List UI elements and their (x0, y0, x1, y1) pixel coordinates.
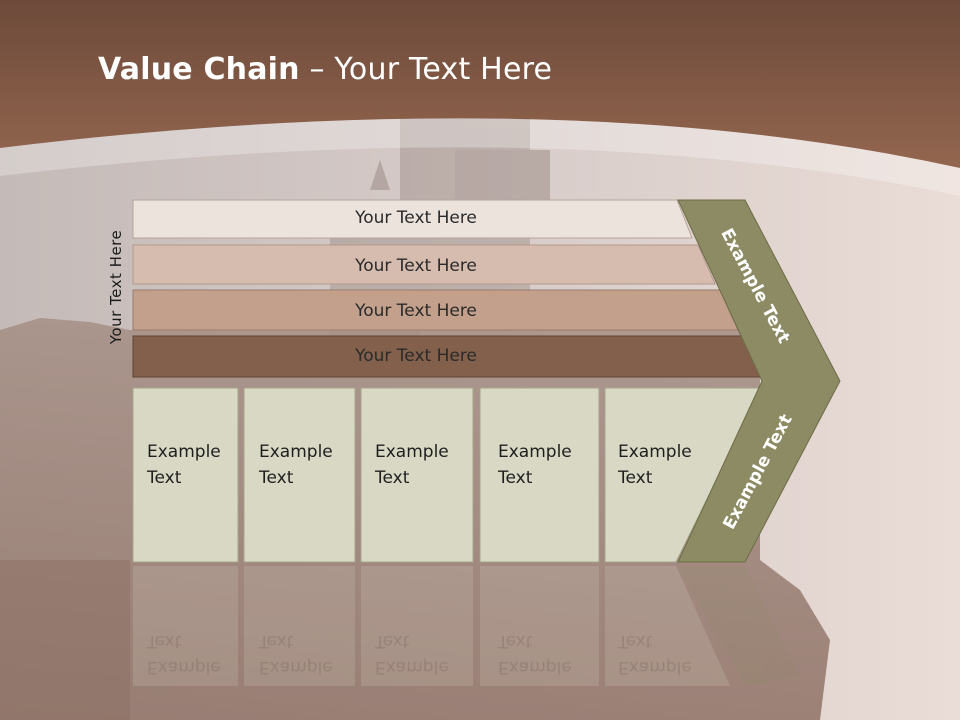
side-label-text: Your Text Here (107, 229, 125, 345)
reflection (133, 566, 800, 686)
box-4-label: Example Text (498, 442, 572, 488)
bar-1-label: Your Text Here (355, 208, 477, 228)
activity-box-1 (132, 387, 239, 563)
bar-1 (132, 199, 693, 239)
title-bold: Value Chain (98, 52, 300, 87)
reflection-label-5: Example Text (618, 631, 692, 677)
reflection-label-3: Example Text (375, 631, 449, 677)
bar-3-label: Your Text Here (355, 301, 477, 321)
slide-title: Value Chain – Your Text Here (98, 52, 552, 87)
activity-box-5 (604, 387, 763, 563)
header-band (0, 0, 960, 168)
margin-chevron (677, 199, 841, 563)
reflection-label-2: Example Text (259, 631, 333, 677)
box-3-label: Example Text (375, 442, 449, 488)
box-1-label: Example Text (147, 442, 221, 488)
bar-2 (132, 244, 716, 285)
box-5-label: Example Text (618, 442, 692, 488)
header-arc (0, 118, 960, 196)
bar-4-label: Your Text Here (355, 346, 477, 366)
reflection-label-1: Example Text (147, 631, 221, 677)
title-rest: – Your Text Here (299, 52, 553, 87)
activity-box-3 (360, 387, 474, 563)
bar-2-label: Your Text Here (355, 256, 477, 276)
activity-box-2 (243, 387, 356, 563)
reflection-label-4: Example Text (498, 631, 572, 677)
box-2-label: Example Text (259, 442, 333, 488)
activity-box-4 (479, 387, 600, 563)
